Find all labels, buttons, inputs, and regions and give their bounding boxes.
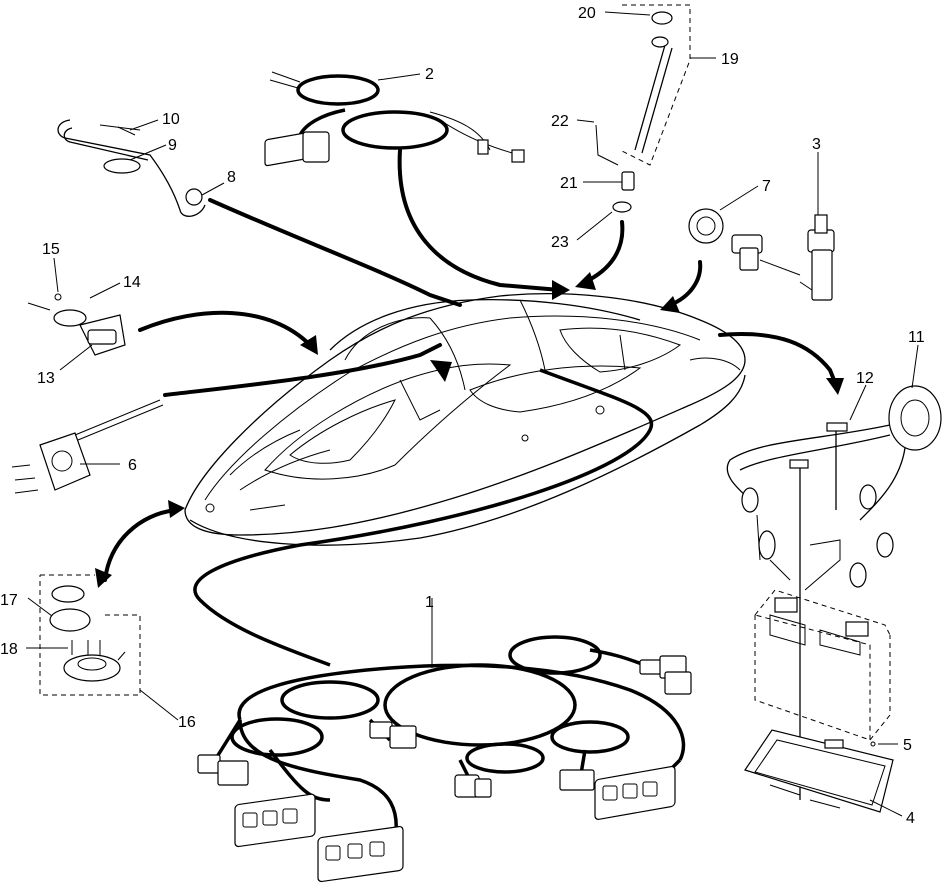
callout-1: 1	[425, 594, 434, 611]
harness-connectors	[197, 655, 692, 883]
connector-block-large	[594, 765, 676, 820]
callout-5: 5	[903, 737, 912, 754]
callout-21: 21	[560, 175, 578, 192]
gauge-mount-plate	[11, 399, 164, 494]
callout-11: 11	[908, 329, 925, 346]
boat-hull	[184, 293, 746, 546]
callout-7: 7	[762, 178, 771, 195]
callout-20: 20	[578, 5, 596, 22]
callout-18: 18	[0, 641, 18, 658]
connector-plug	[264, 131, 330, 167]
grommet	[688, 208, 724, 244]
callout-23: 23	[551, 234, 569, 251]
connector-plug	[559, 769, 595, 791]
steering-tube-assembly	[57, 119, 206, 217]
callout-22: 22	[551, 113, 569, 130]
leader-lines	[26, 11, 919, 817]
callout-19: 19	[721, 51, 739, 68]
connector-plug	[454, 774, 492, 798]
callout-17: 17	[0, 592, 18, 609]
callout-13: 13	[37, 370, 55, 387]
callout-9: 9	[168, 137, 177, 154]
fuel-sender-assembly	[39, 574, 141, 696]
callout-4: 4	[906, 810, 915, 827]
battery	[754, 589, 891, 741]
callout-16: 16	[178, 714, 196, 731]
connector-plug	[369, 721, 417, 749]
main-wiring-harness	[193, 368, 686, 841]
connection-arrows	[95, 148, 844, 588]
connector-block-large	[317, 825, 404, 883]
switch-assembly	[27, 293, 126, 356]
sender-rod-assembly	[595, 4, 691, 213]
callout-10: 10	[162, 111, 180, 128]
callout-12: 12	[856, 370, 874, 387]
connector-block-large	[234, 793, 316, 848]
connector-plug	[197, 754, 249, 786]
sub-harness-2	[264, 71, 525, 167]
callout-14: 14	[123, 274, 141, 291]
connector-plug	[639, 655, 692, 695]
callout-3: 3	[812, 136, 821, 153]
callout-15: 15	[42, 241, 60, 258]
callout-8: 8	[227, 169, 236, 186]
callout-2: 2	[425, 66, 434, 83]
temperature-sensor	[731, 214, 835, 301]
callout-labels: 1 2 3 4 5 6 7 8 9 10 11 12 13 14 15 16 1…	[0, 5, 925, 827]
battery-tray	[744, 729, 894, 813]
callout-6: 6	[128, 457, 137, 474]
